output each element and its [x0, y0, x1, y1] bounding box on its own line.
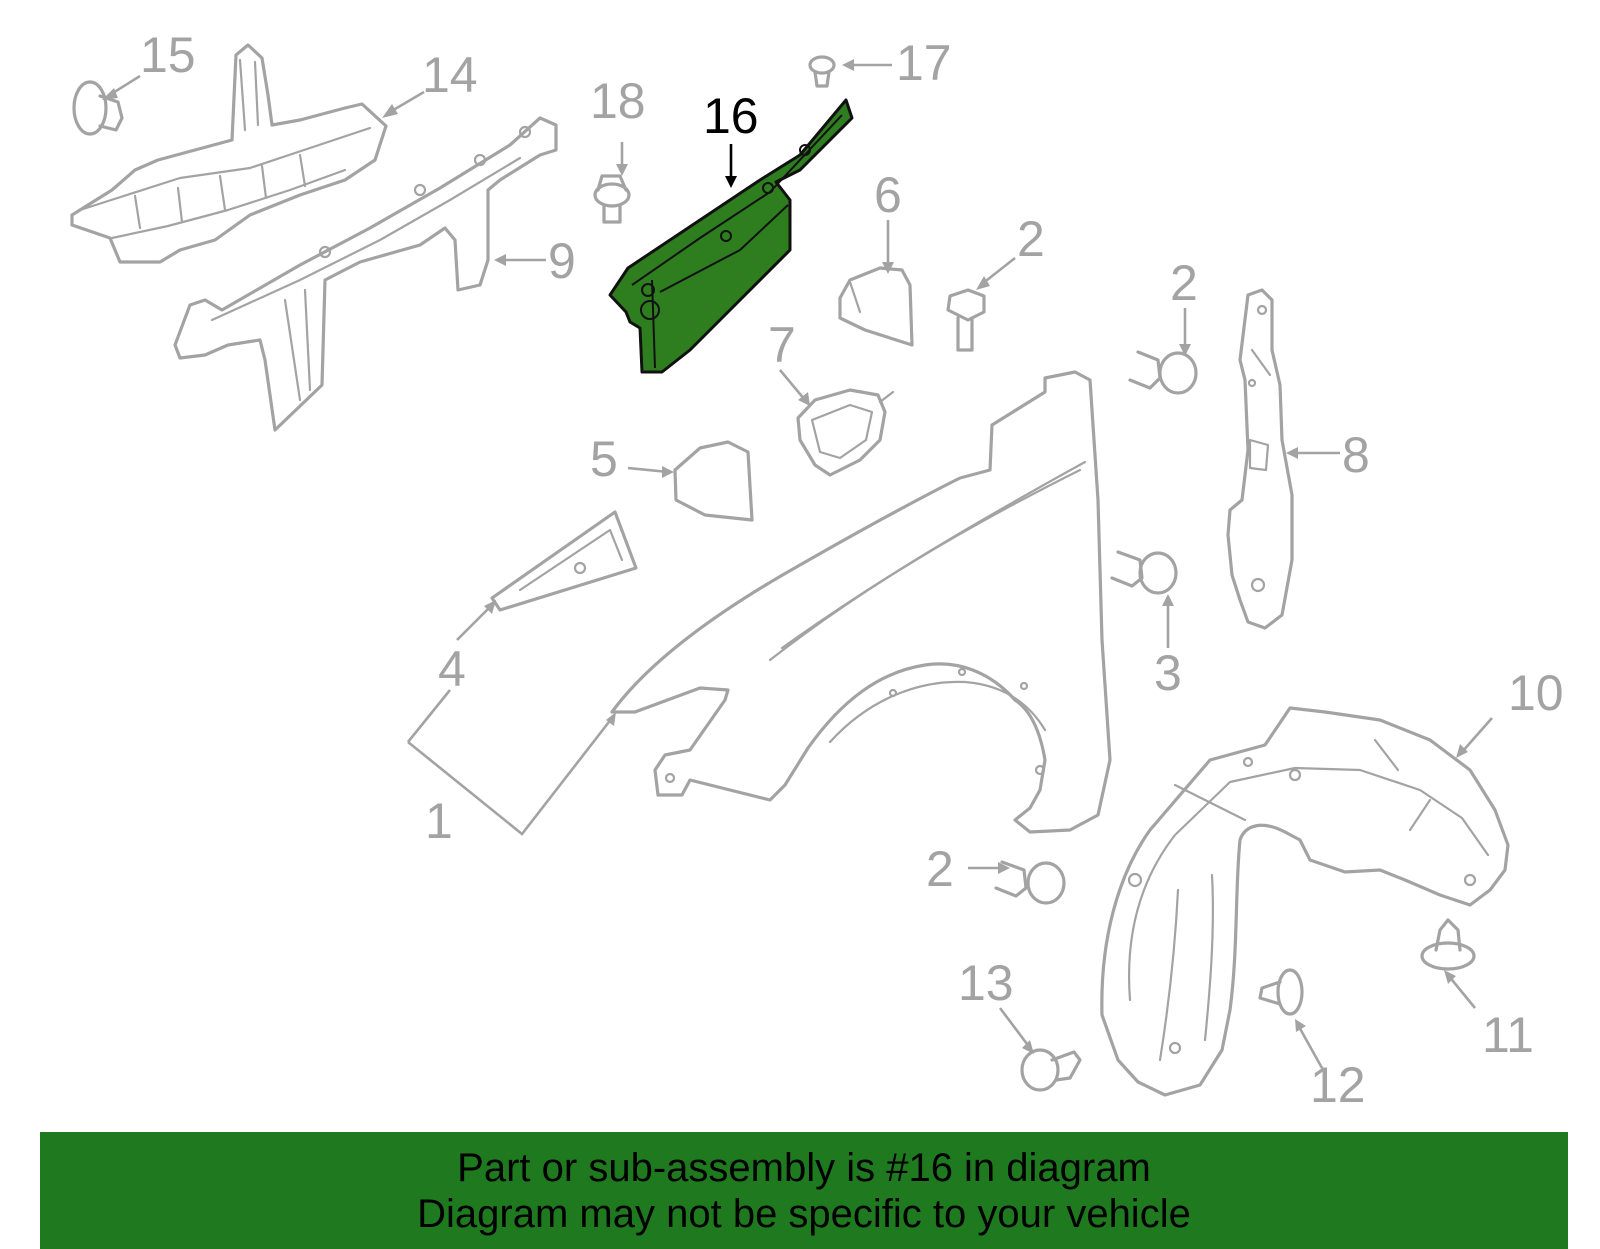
part-12-clip: [1258, 968, 1304, 1016]
part-8-brace: [1226, 288, 1294, 630]
part-11-clip: [1420, 918, 1476, 971]
callout-3: 3: [1154, 645, 1182, 701]
callout-14: 14: [422, 47, 478, 103]
leader-arrowhead-16: [725, 176, 737, 188]
part-7-seal: [796, 388, 895, 477]
callout-15: 15: [140, 27, 196, 83]
callout-2-right: 2: [1170, 255, 1198, 311]
callout-9: 9: [548, 233, 576, 289]
callout-labels: 15 14 9 18 16 17 6 2 2 7 5 8 4 3 10 1 2 …: [140, 27, 1564, 1113]
part-6-pad: [838, 266, 914, 347]
callout-11: 11: [1482, 1007, 1534, 1063]
part-15-clip: [72, 80, 124, 136]
info-banner: Part or sub-assembly is #16 in diagram D…: [40, 1132, 1568, 1249]
part-1-fender: [610, 370, 1112, 834]
part-16-highlighted: [608, 98, 854, 374]
callout-2-middle: 2: [926, 841, 954, 897]
part-14-shield: [70, 43, 388, 264]
leader-arrowheads: [102, 59, 1468, 1054]
callout-5: 5: [590, 431, 618, 487]
part-9-radiator-support: [173, 116, 558, 432]
callout-1: 1: [425, 793, 453, 849]
callout-4: 4: [438, 641, 466, 697]
banner-line-part-number: Part or sub-assembly is #16 in diagram: [457, 1145, 1151, 1190]
part-2-bolt-b: [1128, 350, 1198, 395]
callout-17: 17: [896, 35, 952, 91]
callout-7: 7: [768, 317, 796, 373]
part-3-bolt: [1110, 550, 1178, 595]
part-18-bolt: [593, 174, 631, 224]
part-5-cover: [673, 440, 754, 522]
banner-line-disclaimer: Diagram may not be specific to your vehi…: [417, 1191, 1191, 1236]
part-10-liner: [1100, 706, 1510, 1097]
callout-6: 6: [874, 167, 902, 223]
part-4-bracket: [490, 510, 638, 612]
part-13-clip: [1020, 1048, 1082, 1092]
part-2-bolt-a: [946, 288, 986, 352]
callout-13: 13: [958, 955, 1014, 1011]
callout-16: 16: [703, 88, 759, 144]
callout-18: 18: [590, 73, 646, 129]
callout-12: 12: [1310, 1057, 1366, 1113]
callout-2-top: 2: [1017, 211, 1045, 267]
callout-8: 8: [1342, 427, 1370, 483]
part-17-pin: [808, 55, 836, 88]
callout-10: 10: [1508, 665, 1564, 721]
part-2-bolt-c: [994, 860, 1066, 905]
